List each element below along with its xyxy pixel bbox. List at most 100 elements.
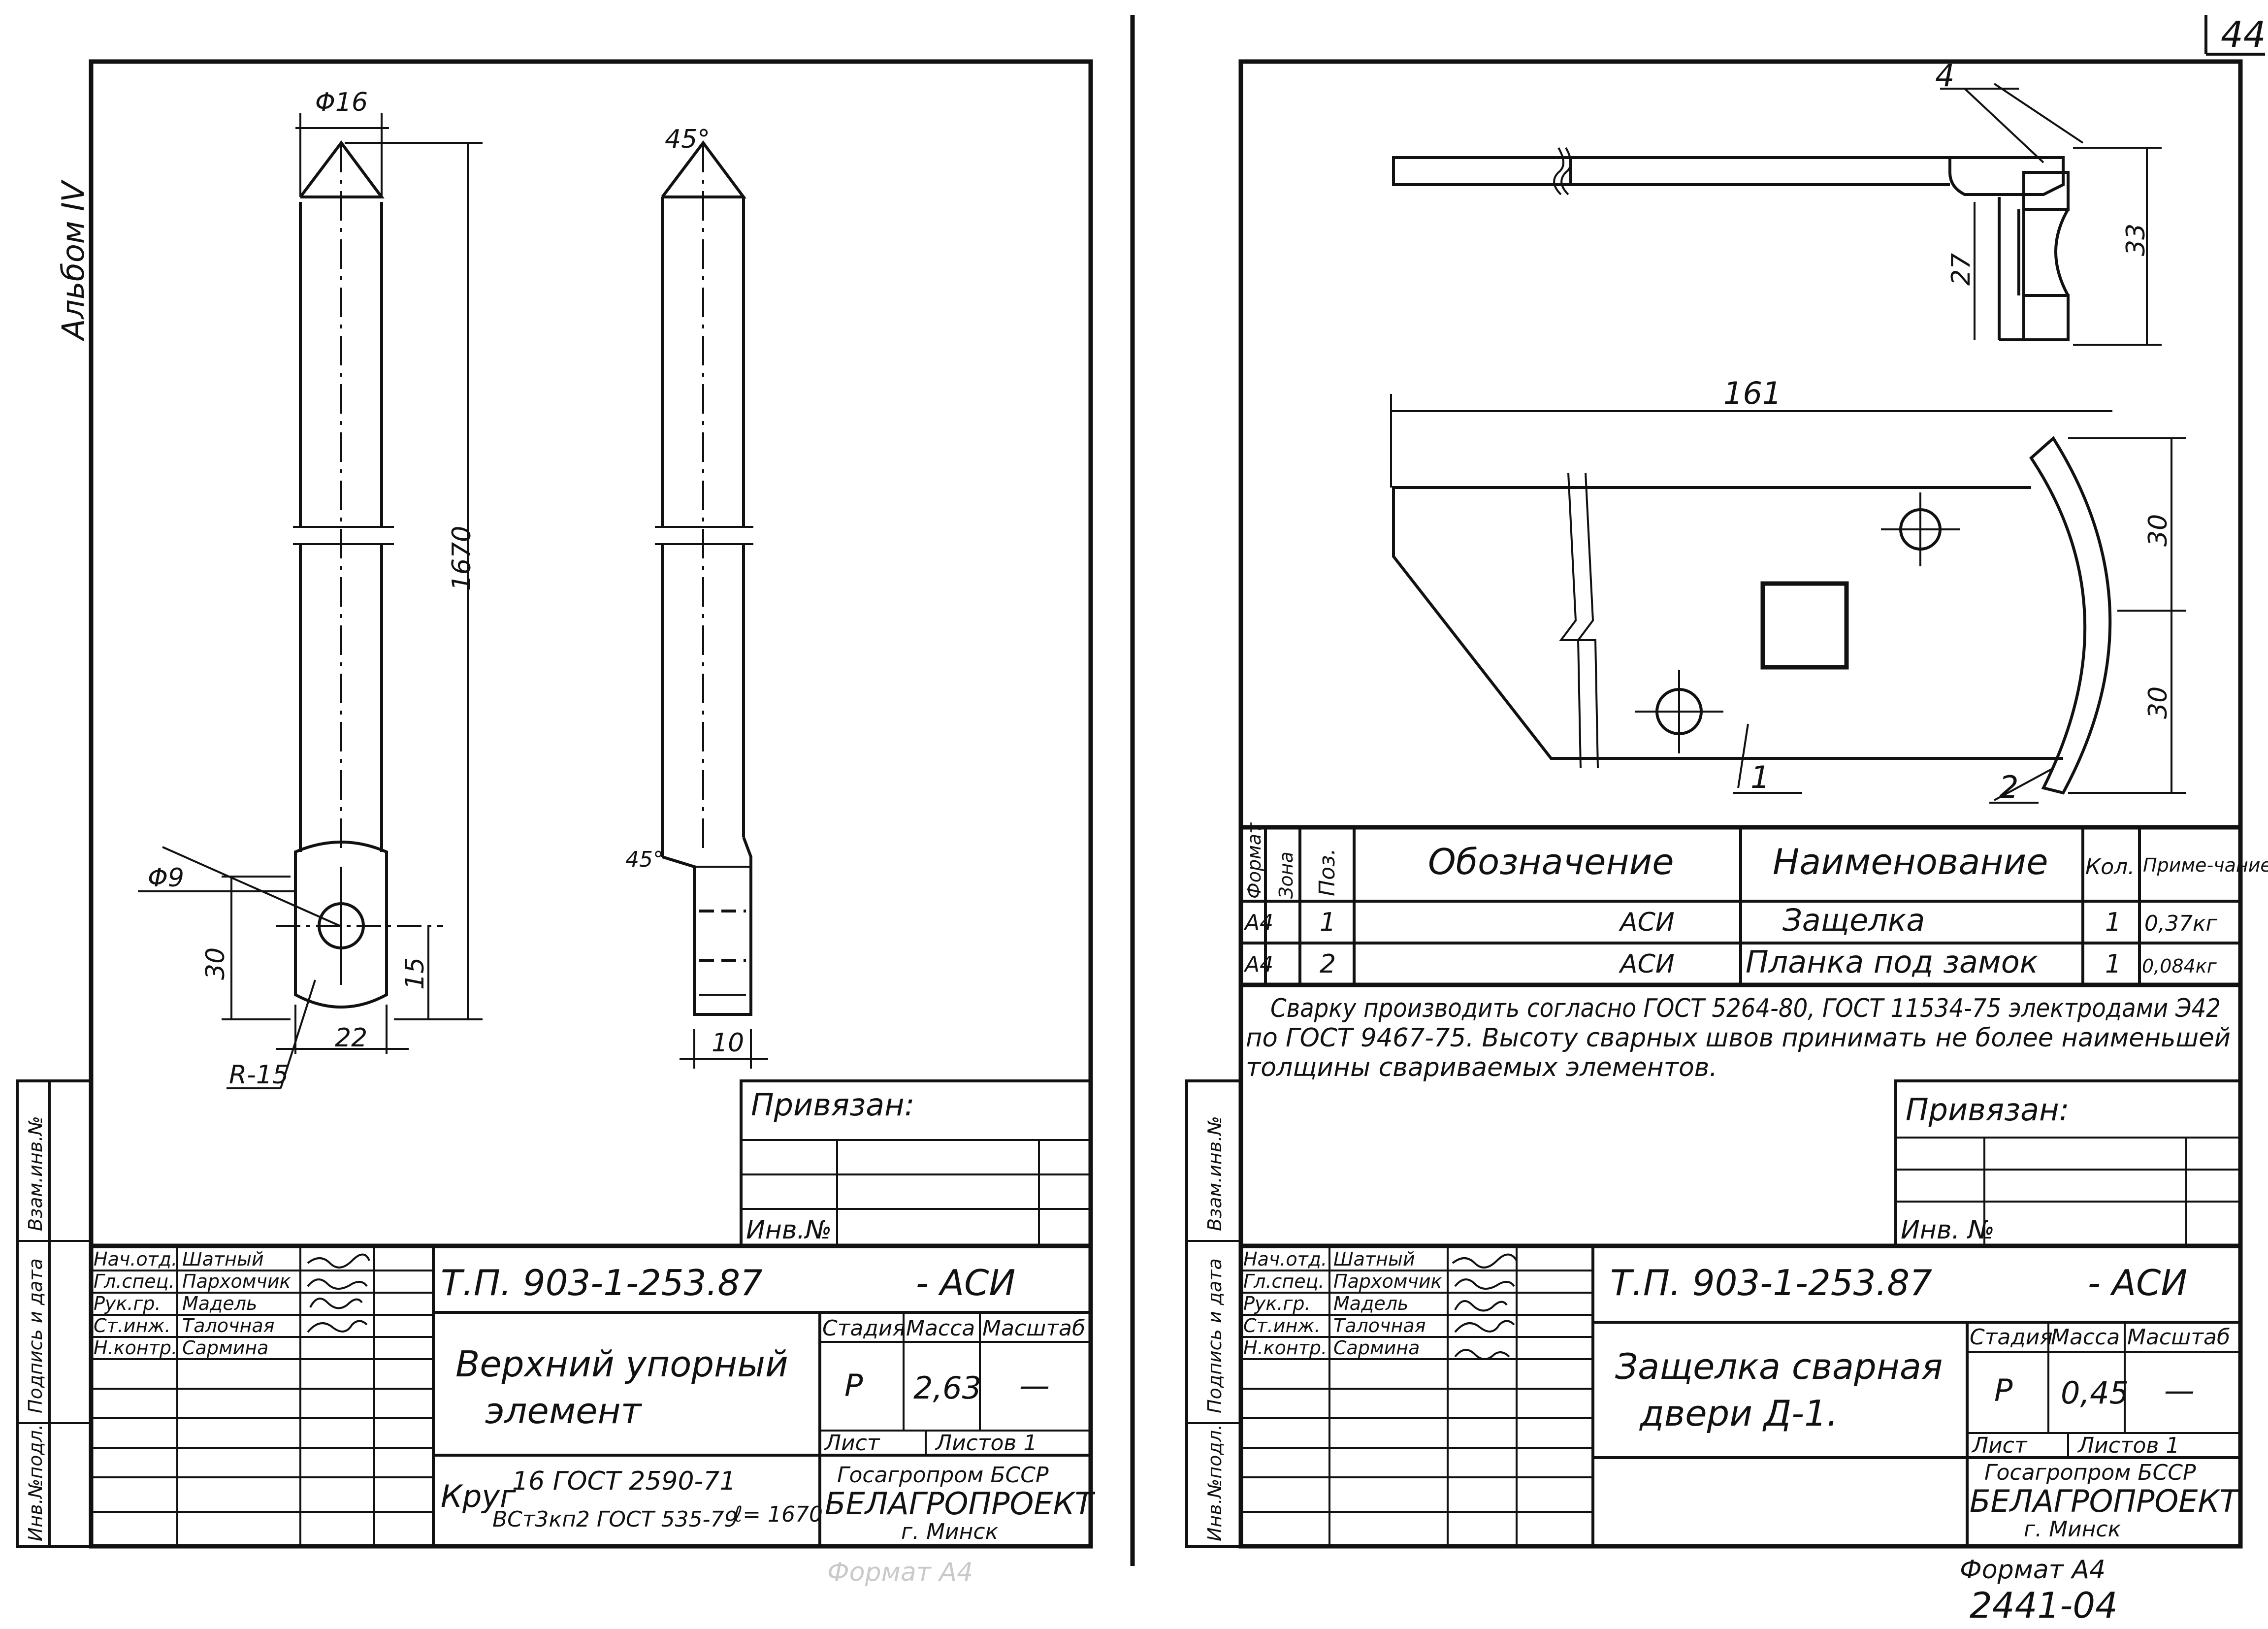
square-hole: [1760, 581, 1849, 670]
dim-length: 1670: [447, 526, 477, 591]
welding-notes: Сварку производить согласно ГОСТ 5264-80…: [1246, 994, 2231, 1082]
dim-161: 161: [1723, 375, 1782, 411]
note-line-1: по ГОСТ 9467-75. Высоту сварных швов при…: [1246, 1023, 2231, 1053]
right-role-0: Нач.отд.: [1243, 1248, 1327, 1270]
left-role-4: Н.контр.: [94, 1337, 177, 1359]
spec-h-note: Приме-чание: [2143, 854, 2268, 876]
left-dimensions: Φ16 1670 Φ9 30 15 22 R-15: [138, 88, 483, 1090]
left-title-block: Нач.отд. Шатный Гл.спец. Пархомчик Рук.г…: [89, 1243, 1095, 1549]
right-title-line1: Защелка сварная: [1615, 1346, 1943, 1387]
left-material-length: ℓ= 1670: [733, 1502, 823, 1527]
left-format: Формат А4: [827, 1558, 973, 1587]
right-role-3: Ст.инж.: [1243, 1315, 1321, 1336]
spec-r0-format: А4: [1243, 910, 1273, 935]
left-name-3: Талочная: [182, 1315, 274, 1336]
right-title-line2: двери Д-1.: [1639, 1393, 1838, 1434]
spec-h-format: Формат: [1243, 822, 1265, 899]
latch-arc-plate: [2029, 436, 2112, 795]
left-sheet-label: Лист: [824, 1431, 880, 1456]
spec-r0-pos: 1: [1320, 908, 1336, 937]
left-org-line3: г. Минск: [901, 1519, 999, 1544]
left-role-2: Рук.гр.: [94, 1293, 161, 1314]
right-privyazan-block: Привязан: Инв. №: [1894, 1079, 2242, 1247]
dim-30a: 30: [2143, 514, 2173, 547]
dim-h30: 30: [201, 947, 230, 980]
dim-30b: 30: [2143, 686, 2173, 719]
right-col-stage: Стадия: [1970, 1325, 2053, 1350]
left-material-line2: ВСт3кп2 ГОСТ 535-79: [492, 1507, 738, 1532]
album-label: Альбом IV: [55, 179, 91, 342]
left-col-scale: Масштаб: [982, 1316, 1085, 1341]
right-name-2: Мадель: [1333, 1293, 1408, 1314]
page-number: 44: [2221, 14, 2266, 55]
left-role-3: Ст.инж.: [94, 1315, 171, 1336]
right-stage: Р: [1994, 1372, 2013, 1408]
spec-h-name: Наименование: [1773, 841, 2048, 882]
left-title-line2: элемент: [485, 1390, 643, 1432]
dim-r15: R-15: [229, 1060, 289, 1090]
left-role-0: Нач.отд.: [94, 1248, 177, 1270]
left-material-line1: 16 ГОСТ 2590-71: [512, 1466, 736, 1496]
pos-2-label: 2: [1999, 769, 2018, 805]
left-side-podpis: Подпись и дата: [25, 1258, 46, 1413]
right-side-inv-podl: Инв.№подл.: [1204, 1424, 1226, 1541]
right-name-3: Талочная: [1333, 1315, 1426, 1336]
spec-r1-format: А4: [1243, 952, 1273, 977]
spec-r1-designation: АСИ: [1619, 949, 1675, 979]
left-name-0: Шатный: [182, 1248, 264, 1270]
right-col-mass: Масса: [2051, 1325, 2120, 1350]
right-privyazan: Привязан:: [1906, 1092, 2070, 1128]
spec-r1-note: 0,084кг: [2142, 955, 2217, 977]
rod-eye: [294, 841, 388, 1009]
left-col-mass: Масса: [906, 1316, 975, 1341]
right-format: Формат А4: [1960, 1555, 2106, 1585]
spec-h-designation: Обозначение: [1428, 841, 1674, 882]
note-line-2: толщины свариваемых элементов.: [1246, 1053, 1717, 1082]
pos-1-label: 1: [1750, 759, 1770, 795]
left-signatures: [307, 1253, 370, 1333]
left-designation: Т.П. 903-1-253.87: [441, 1262, 763, 1303]
pos-4-label: 4: [1935, 58, 1954, 94]
latch-top-view: 4 27 33: [1392, 58, 2162, 346]
right-scale: —: [2164, 1372, 2195, 1408]
right-side-vzam: Взам.инв.№: [1204, 1116, 1226, 1231]
dim-dia9: Φ9: [148, 863, 184, 893]
left-role-1: Гл.спец.: [94, 1271, 175, 1292]
rod-front-view: [276, 140, 443, 1009]
dim-w22: 22: [335, 1023, 367, 1053]
right-org-line3: г. Минск: [2024, 1517, 2121, 1542]
right-name-4: Сармина: [1333, 1337, 1420, 1359]
left-stage: Р: [844, 1368, 863, 1403]
dim-h15: 15: [400, 957, 430, 990]
left-side-vzam: Взам.инв.№: [25, 1116, 46, 1231]
dim-33: 33: [2121, 224, 2151, 256]
left-inv-no: Инв.№: [746, 1215, 832, 1245]
right-sheet-label: Лист: [1971, 1433, 2028, 1458]
latch-front-view: 161 30 30 1 2: [1390, 375, 2186, 805]
right-designation: Т.П. 903-1-253.87: [1610, 1262, 1932, 1303]
spec-r0-designation: АСИ: [1619, 908, 1675, 937]
note-line-0: Сварку производить согласно ГОСТ 5264-80…: [1270, 994, 2221, 1023]
right-org-line2: БЕЛАГРОПРОЕКТ: [1970, 1483, 2240, 1519]
right-designation-suffix: - АСИ: [2088, 1262, 2187, 1303]
dim-chamfer45-top: 45°: [665, 125, 710, 154]
right-inv-no: Инв. №: [1901, 1215, 1995, 1245]
spec-h-zone: Зона: [1275, 851, 1297, 899]
spec-r0-note: 0,37кг: [2144, 911, 2218, 936]
spec-r0-name: Защелка: [1782, 902, 1925, 938]
spec-r1-pos: 2: [1320, 949, 1336, 979]
right-side-podpis: Подпись и дата: [1204, 1258, 1226, 1413]
right-role-4: Н.контр.: [1243, 1337, 1327, 1359]
left-sheet: Взам.инв.№ Подпись и дата Инв.№подл. Φ16: [16, 59, 1095, 1587]
right-name-1: Пархомчик: [1333, 1271, 1442, 1292]
left-scale: —: [1019, 1368, 1050, 1403]
rod-side-view: 45° 45° 10: [625, 125, 768, 1069]
right-name-0: Шатный: [1333, 1248, 1415, 1270]
spec-r1-qty: 1: [2105, 949, 2121, 979]
spec-h-qty: Кол.: [2085, 854, 2135, 880]
left-name-1: Пархомчик: [182, 1271, 291, 1292]
dim-27: 27: [1946, 253, 1976, 286]
left-name-2: Мадель: [182, 1293, 257, 1314]
spec-h-pos: Поз.: [1315, 848, 1340, 896]
